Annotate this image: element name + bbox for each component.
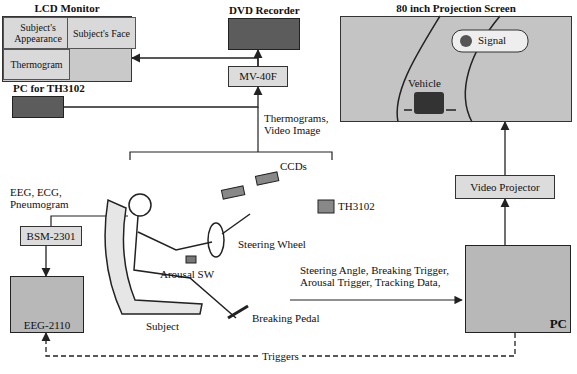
device-box: EEG-2110 (10, 276, 84, 333)
annotation-label: TH3102 (338, 200, 375, 212)
monitor-view: Subject's Face (67, 17, 136, 49)
box-label: Video Projector (467, 180, 542, 194)
signal-lamp-box (452, 30, 528, 52)
device-box: BSM-2301 (20, 226, 82, 246)
subject-body (134, 216, 236, 318)
connector (504, 199, 505, 245)
box-label: Subject's Face (70, 27, 133, 40)
subject-head (129, 194, 151, 216)
device-box: DVD Recorder (228, 18, 300, 50)
connector (45, 246, 46, 276)
box-label: Subject's Appearance (4, 21, 72, 45)
connector-label: Triggers (259, 350, 302, 362)
annotation-label: Steering Angle, Breaking Trigger, Arousa… (300, 264, 460, 288)
ccd-camera (255, 172, 278, 185)
box-label: MV-40F (236, 69, 280, 83)
projector-box: Video Projector (455, 175, 555, 199)
steering-column (222, 214, 250, 234)
annotation-label: Vehicle (408, 77, 441, 89)
annotation-label: Signal (478, 34, 506, 46)
monitor-view: Subject's Appearance (3, 17, 73, 49)
lane-mark (404, 109, 456, 111)
box-label: EEG-2110 (21, 318, 74, 332)
connector (64, 87, 258, 107)
connector (132, 58, 258, 66)
ccd-camera (221, 186, 244, 199)
annotation-label: EEG, ECG, Pneumogram (10, 186, 120, 210)
annotation-label: Steering Wheel (238, 238, 306, 250)
arousal-switch (186, 256, 196, 263)
seat (105, 200, 202, 314)
device-box: MV-40F (228, 66, 288, 87)
computer-box: PC (465, 245, 571, 333)
annotation-label: Subject (146, 320, 179, 332)
box-heading: 80 inch Projection Screen (341, 2, 571, 14)
monitor-panel: LCD MonitorSubject's AppearanceSubject's… (2, 16, 132, 82)
annotation-label: Thermograms, Video Image (264, 112, 336, 136)
monitor-view: Thermogram (3, 49, 70, 80)
data-arrow (290, 299, 462, 300)
steering-wheel (208, 223, 224, 257)
annotation-label: Breaking Pedal (252, 312, 320, 324)
box-label: Thermogram (7, 58, 65, 71)
brake-pedal (228, 306, 248, 318)
box-heading: PC for TH3102 (13, 82, 63, 94)
connector (504, 122, 505, 175)
screen-ground (340, 16, 572, 122)
box-heading: DVD Recorder (229, 4, 299, 16)
signal-lamp (460, 35, 472, 47)
box-label: BSM-2301 (24, 229, 79, 243)
thermo-camera (318, 200, 334, 213)
vehicle (414, 92, 444, 114)
box-heading: LCD Monitor (3, 2, 131, 14)
box-label: PC (547, 316, 570, 332)
annotation-label: Arousal SW (160, 268, 214, 280)
device-box: PC for TH3102 (12, 96, 64, 118)
screen-panel: 80 inch Projection Screen (340, 16, 572, 122)
annotation-label: CCDs (280, 160, 307, 172)
